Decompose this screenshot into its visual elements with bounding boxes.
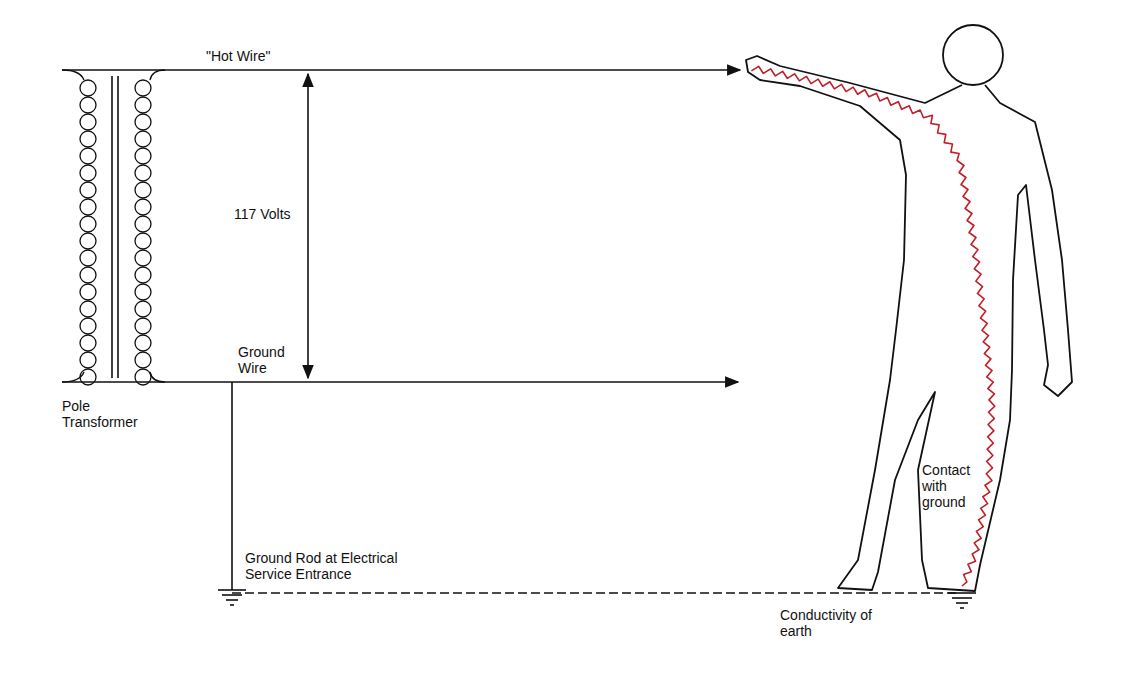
coil-winding <box>80 301 96 317</box>
coil-winding <box>80 148 96 164</box>
coil-winding <box>135 97 151 113</box>
coil-winding <box>80 199 96 215</box>
note-label: Contact with ground <box>922 462 976 510</box>
component-label: Ground Rod at Electrical Service Entranc… <box>245 550 420 582</box>
transformer-core <box>117 76 119 378</box>
ground-rod <box>231 382 233 590</box>
coil-winding <box>135 199 151 215</box>
wire-label: Ground Wire <box>238 344 300 376</box>
ground-symbol <box>218 590 246 605</box>
person-body <box>746 56 1072 591</box>
label-holder: Pole Transformer <box>62 398 157 430</box>
current-zigzag <box>751 66 994 586</box>
wire-label: "Hot Wire" <box>206 48 270 64</box>
label-holder: Ground Wire <box>238 344 300 376</box>
label-holder: Contact with ground <box>922 462 976 510</box>
coil-winding <box>135 318 151 334</box>
coil-winding <box>80 131 96 147</box>
coil-winding <box>135 165 151 181</box>
coil-winding <box>135 80 151 96</box>
coil-winding <box>135 216 151 232</box>
coil-winding <box>135 233 151 249</box>
coil-winding <box>135 114 151 130</box>
coil-winding <box>135 267 151 283</box>
label-holder: 117 Volts <box>234 206 291 222</box>
coil-winding <box>135 369 151 385</box>
person-head <box>943 25 1003 85</box>
coil-winding <box>135 284 151 300</box>
label-holder: Conductivity of earth <box>780 607 880 639</box>
coil-winding <box>80 369 96 385</box>
coil-winding <box>80 267 96 283</box>
coil-winding <box>80 80 96 96</box>
coil-winding <box>135 352 151 368</box>
coil-winding <box>135 131 151 147</box>
transformer-coils <box>80 80 151 385</box>
coil-winding <box>80 318 96 334</box>
label-holder: Ground Rod at Electrical Service Entranc… <box>245 550 420 582</box>
note-label: Conductivity of earth <box>780 607 880 639</box>
voltage-arrow <box>307 74 309 378</box>
coil-winding <box>80 165 96 181</box>
current-path <box>751 66 994 586</box>
coil-winding <box>80 284 96 300</box>
label-holder: "Hot Wire" <box>206 48 270 64</box>
voltage-label: 117 Volts <box>234 206 291 222</box>
coil-winding <box>135 182 151 198</box>
coil-winding <box>135 250 151 266</box>
coil-winding <box>80 114 96 130</box>
coil-lead <box>150 70 165 382</box>
coil-winding <box>80 233 96 249</box>
coil-winding <box>80 335 96 351</box>
transformer-core <box>111 76 113 378</box>
coil-winding <box>80 216 96 232</box>
coil-winding <box>80 97 96 113</box>
coil-winding <box>135 335 151 351</box>
ground-symbol <box>948 593 976 608</box>
coil-winding <box>135 148 151 164</box>
coil-winding <box>135 301 151 317</box>
earth-path <box>232 592 960 593</box>
component-label: Pole Transformer <box>62 398 157 430</box>
coil-winding <box>80 352 96 368</box>
coil-winding <box>80 182 96 198</box>
coil-winding <box>80 250 96 266</box>
